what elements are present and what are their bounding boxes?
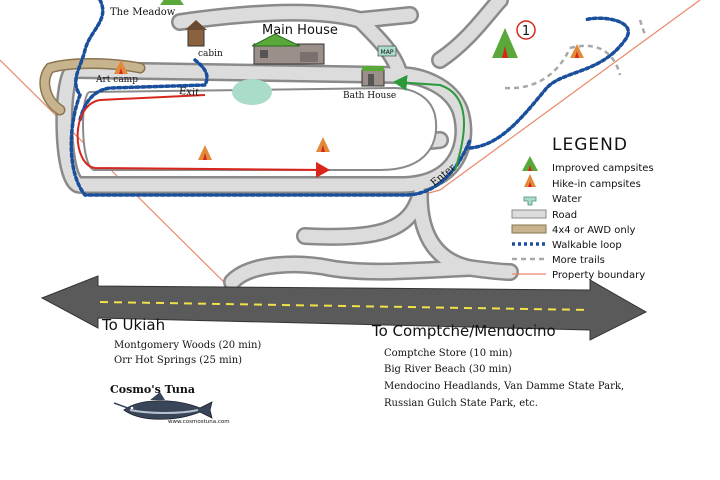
exit-label: Exit [179, 86, 200, 99]
logo-url: www.cosmostuna.com [168, 419, 230, 425]
cabin-label: cabin [198, 49, 223, 59]
improved-campsite-1 [492, 28, 518, 58]
west-destination-item: Orr Hot Springs (25 min) [114, 355, 242, 366]
main-house-building [251, 33, 325, 65]
west-destination-title: To Ukiah [101, 316, 165, 334]
enter-arrow [393, 74, 465, 171]
east-destination-item: Big River Beach (30 min) [384, 364, 512, 375]
highway [40, 275, 648, 341]
tuna-fish-icon [113, 392, 213, 420]
roads [55, 0, 519, 291]
awd-road [39, 58, 146, 116]
svg-text:MAP: MAP [381, 49, 394, 56]
legend-item-loop: Walkable loop [552, 240, 622, 251]
east-destination-item: Russian Gulch State Park, etc. [384, 398, 538, 409]
east-destination-title: To Comptche/Mendocino [371, 322, 556, 340]
pond [232, 79, 272, 105]
legend-item-awd: 4x4 or AWD only [552, 225, 636, 236]
legend-item-improved: Improved campsites [552, 163, 654, 174]
hikein-campsite [114, 60, 128, 74]
west-destination-item: Montgomery Woods (20 min) [114, 340, 261, 351]
road-swatch [511, 209, 547, 219]
walkable-loop [69, 0, 630, 197]
exit-arrow [76, 94, 330, 178]
bath-house-building [361, 66, 385, 87]
improved-tent-icon [522, 156, 538, 171]
legend-item-road: Road [552, 210, 577, 221]
legend-title: LEGEND [552, 135, 628, 155]
water-tap-icon [523, 196, 537, 206]
meadow-label: The Meadow [110, 7, 176, 18]
legend: LEGEND Improved campsites Hike-in campsi… [511, 135, 654, 281]
awd-swatch [511, 224, 547, 234]
svg-text:1: 1 [522, 24, 530, 39]
east-destination-item: Comptche Store (10 min) [384, 348, 512, 359]
hikein-campsite [198, 145, 212, 160]
cosmos-tuna-logo: Cosmo's Tuna www.cosmostuna.com [110, 383, 230, 425]
legend-item-water: Water [552, 194, 582, 205]
legend-item-hikein: Hike-in campsites [552, 179, 641, 190]
campsite-number-badge: 1 [516, 20, 536, 40]
more-trails [504, 19, 647, 90]
cabin-building [185, 20, 207, 47]
main-house-label: Main House [262, 23, 338, 38]
art-camp-label: Art camp [95, 75, 138, 85]
hikein-tent-icon [524, 174, 536, 187]
legend-item-trails: More trails [552, 255, 605, 266]
improved-campsite-meadow [160, 0, 184, 5]
east-destination-item: Mendocino Headlands, Van Damme State Par… [384, 381, 624, 392]
legend-item-boundary: Property boundary [552, 270, 645, 281]
bath-house-label: Bath House [343, 91, 396, 101]
map-sign: MAP [377, 45, 397, 57]
hikein-campsite [316, 137, 330, 152]
logo-brand: Cosmo's Tuna [110, 383, 195, 396]
hikein-campsite [570, 44, 584, 58]
